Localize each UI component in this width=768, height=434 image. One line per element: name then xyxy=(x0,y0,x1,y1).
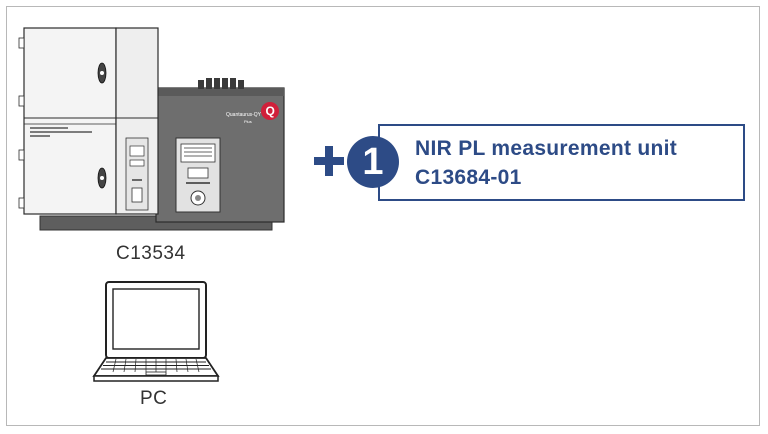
brand-subtext: Plus xyxy=(244,119,252,124)
option-model: C13684-01 xyxy=(415,166,522,189)
laptop-icon xyxy=(92,281,220,382)
pc-label: PC xyxy=(140,388,168,409)
instrument-label: C13534 xyxy=(116,243,186,264)
instrument-illustration: Quantaurus-QY Plus Q xyxy=(18,27,285,231)
brand-text: Quantaurus-QY xyxy=(226,112,262,118)
brand-logo-letter: Q xyxy=(266,104,275,118)
option-number-badge: 1 xyxy=(347,136,399,188)
brand-logo xyxy=(261,102,279,120)
plus-icon xyxy=(314,146,344,176)
option-box xyxy=(378,124,745,201)
option-name: NIR PL measurement unit xyxy=(415,137,678,160)
